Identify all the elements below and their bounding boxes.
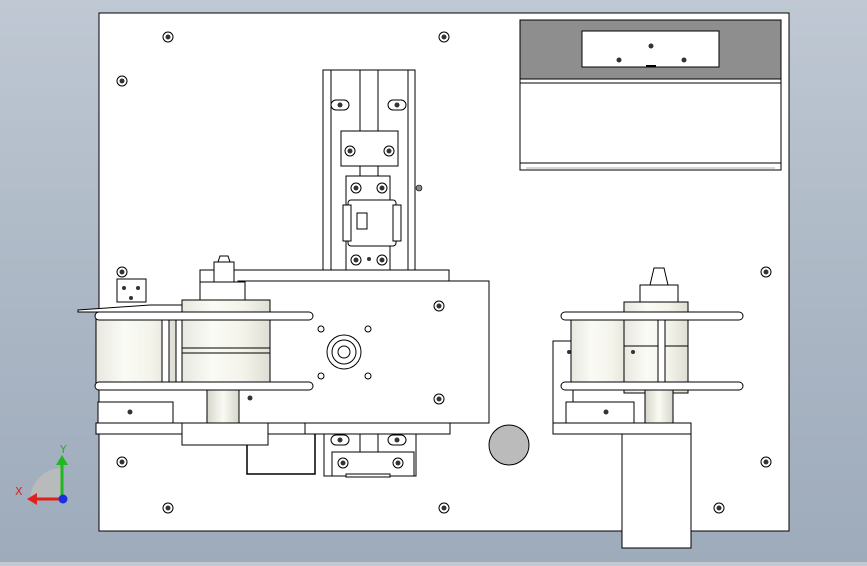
axis-y-label: Y	[59, 443, 67, 456]
round-knob	[488, 424, 530, 466]
bottom-center-bracket	[304, 422, 451, 478]
left-sensor-bracket	[77, 278, 184, 313]
left-roller-assembly	[94, 255, 316, 475]
axis-x-label: X	[15, 485, 23, 498]
axis-triad	[27, 455, 68, 505]
vertical-slide-rail	[322, 69, 423, 271]
top-right-cover	[519, 19, 782, 171]
right-roller-assembly	[552, 267, 744, 549]
